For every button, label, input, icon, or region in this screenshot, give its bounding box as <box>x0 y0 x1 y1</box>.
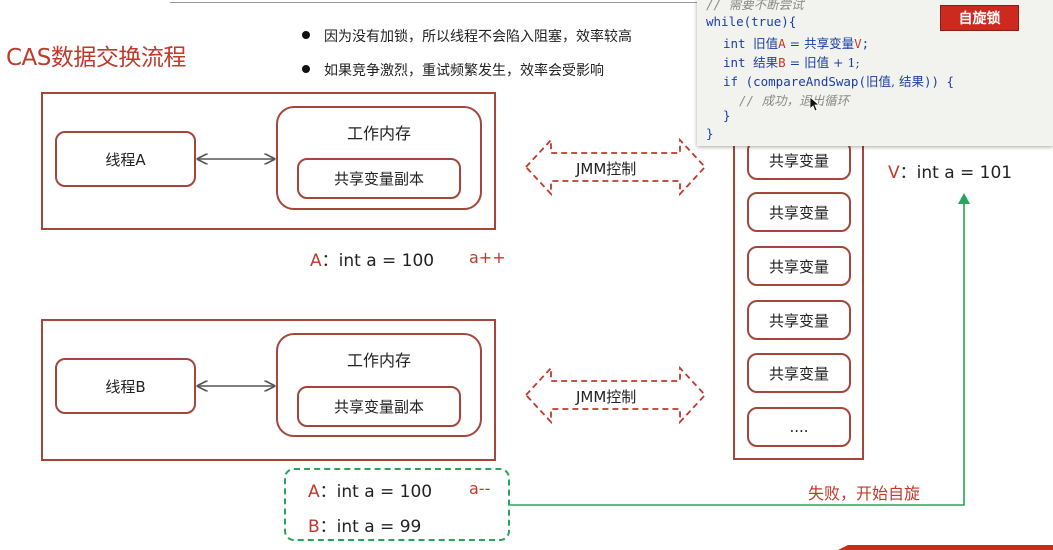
shared-variable-box: 共享变量 <box>747 140 851 180</box>
fail-connector-arrow-icon <box>958 193 970 204</box>
jmm-arrow-top-icon <box>524 137 707 197</box>
fail-connector-line <box>510 198 965 506</box>
shared-variable-box: 共享变量 <box>747 353 851 393</box>
thread-b-copy-box: 共享变量副本 <box>297 386 461 427</box>
page-title: CAS数据交换流程 <box>6 45 186 71</box>
thread-b-values-box <box>284 468 510 541</box>
thread-a-value: A：int a = 100 <box>310 251 435 271</box>
thread-a-copy-label: 共享变量副本 <box>333 170 424 188</box>
thread-b-box: 线程B <box>55 358 196 414</box>
code-line-cas: if (compareAndSwap(旧值, 结果)) { <box>723 74 955 89</box>
code-line-success-comment: // 成功，退出循环 <box>739 93 850 108</box>
thread-a-box: 线程A <box>55 131 196 187</box>
jmm-label-top: JMM控制 <box>576 160 637 178</box>
thread-a-op: a++ <box>469 248 506 267</box>
bullet-item: 如果竞争激烈，重试频繁发生，效率会受影响 <box>302 60 604 80</box>
shared-variable-box: 共享变量 <box>747 246 851 286</box>
code-line-close-while: } <box>706 126 714 141</box>
shared-variable-more-box: .... <box>747 407 851 447</box>
spin-lock-badge: 自旋锁 <box>940 5 1019 31</box>
thread-a-container <box>41 92 496 230</box>
code-line-result: int 结果B = 旧值 + 1; <box>723 55 860 70</box>
code-line-close-if: } <box>723 108 731 123</box>
bullet-dot-icon <box>302 31 310 39</box>
thread-a-copy-box: 共享变量副本 <box>297 158 461 199</box>
thread-b-value-a: A：int a = 100 <box>308 482 433 502</box>
jmm-arrow-bottom-icon <box>524 365 707 425</box>
bullet-item: 因为没有加锁，所以线程不会陷入阻塞，效率较高 <box>302 26 632 46</box>
thread-b-memory-title: 工作内存 <box>346 351 411 370</box>
thread-a-label: 线程A <box>105 150 146 169</box>
corner-accent <box>838 545 1053 550</box>
mouse-cursor-icon <box>809 96 821 112</box>
bullet-text: 因为没有加锁，所以线程不会陷入阻塞，效率较高 <box>324 29 632 45</box>
jmm-label-bottom: JMM控制 <box>576 388 637 406</box>
thread-b-copy-label: 共享变量副本 <box>333 398 424 416</box>
shared-variable-box: 共享变量 <box>747 192 851 232</box>
bullet-text: 如果竞争激烈，重试频繁发生，效率会受影响 <box>324 63 604 79</box>
header-divider <box>170 2 700 3</box>
thread-b-working-memory <box>276 333 482 437</box>
thread-b-container <box>41 319 496 461</box>
thread-a-working-memory <box>276 106 482 210</box>
code-line-old-value: int 旧值A = 共享变量V; <box>723 36 870 51</box>
code-panel: // 需要不断尝试 while(true){ int 旧值A = 共享变量V; … <box>697 0 1053 146</box>
code-comment-top: // 需要不断尝试 <box>706 0 804 12</box>
main-memory-value: V：int a = 101 <box>888 163 1013 183</box>
thread-a-memory-title: 工作内存 <box>346 124 411 143</box>
bullet-dot-icon <box>302 65 310 73</box>
fail-spin-label: 失败，开始自旋 <box>808 484 921 503</box>
code-line-while: while(true){ <box>706 14 797 29</box>
thread-b-value-b: B：int a = 99 <box>308 517 422 537</box>
thread-b-label: 线程B <box>105 377 146 396</box>
thread-b-op: a-- <box>469 479 491 498</box>
shared-variable-box: 共享变量 <box>747 300 851 340</box>
